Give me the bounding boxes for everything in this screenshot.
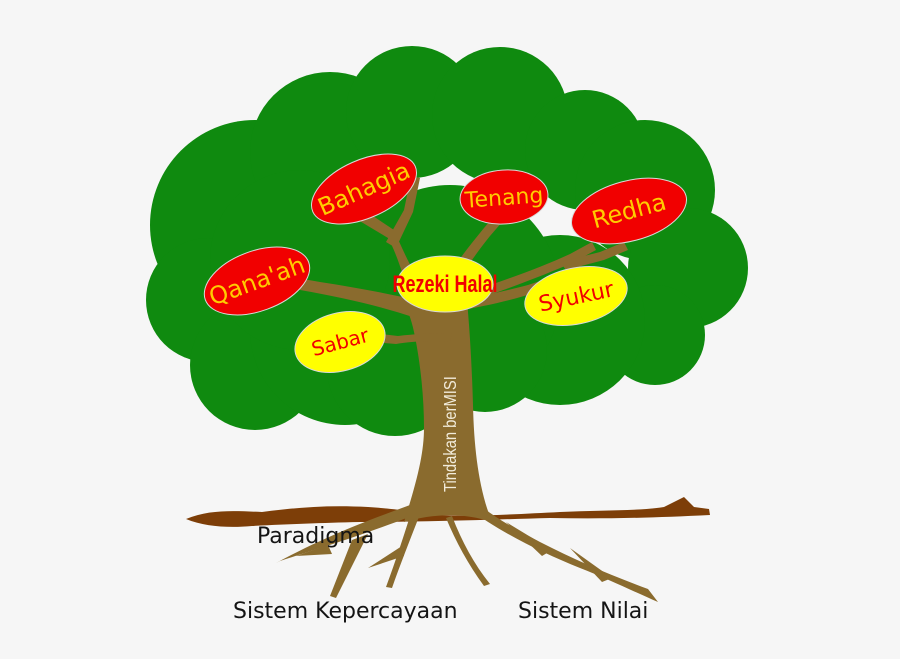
root-right-barb-2 bbox=[570, 548, 612, 582]
fruit-oval bbox=[310, 153, 418, 225]
fruit-oval bbox=[203, 246, 311, 316]
root-right bbox=[468, 500, 658, 602]
trunk-label-group: Tindakan berMISI bbox=[441, 376, 461, 492]
fruit-syukur: Syukur bbox=[524, 266, 628, 326]
ground-labels: Paradigma Sistem Kepercayaan Sistem Nila… bbox=[233, 524, 648, 624]
fruit-oval bbox=[459, 169, 549, 225]
root-left-barb-2 bbox=[296, 545, 332, 556]
root-left-barb bbox=[330, 534, 368, 598]
fruit-redha: Redha bbox=[570, 177, 688, 245]
fruit-oval bbox=[294, 311, 386, 373]
branch-qanaah bbox=[288, 277, 424, 318]
branch-sabar bbox=[372, 333, 452, 344]
label-paradigma: Paradigma bbox=[257, 524, 374, 549]
root-mid-right bbox=[446, 516, 490, 586]
root-left bbox=[276, 505, 412, 563]
label-sistem-kepercayaan: Sistem Kepercayaan bbox=[233, 599, 458, 624]
fruit-oval bbox=[396, 255, 494, 313]
root-mid-left-barb bbox=[368, 546, 404, 568]
fruit-oval bbox=[524, 266, 628, 326]
fruit-label: Tenang bbox=[463, 183, 544, 213]
fruit-sabar: Sabar bbox=[294, 311, 386, 373]
branch-redha-fork bbox=[560, 242, 628, 270]
roots bbox=[276, 500, 658, 602]
label-sistem-nilai: Sistem Nilai bbox=[518, 599, 648, 624]
branch-bahagia-fork bbox=[386, 176, 420, 248]
fruit-tenang: Tenang bbox=[459, 169, 549, 225]
trunk-label: Tindakan berMISI bbox=[441, 376, 461, 492]
trunk bbox=[402, 283, 492, 522]
fruit-oval bbox=[570, 177, 688, 245]
ground-line bbox=[186, 497, 710, 527]
fruit-rezeki-halal: Rezeki Halal bbox=[392, 255, 498, 313]
root-right-barb bbox=[506, 522, 552, 556]
fruit-label: Rezeki Halal bbox=[392, 272, 497, 298]
root-mid-left bbox=[386, 510, 420, 588]
